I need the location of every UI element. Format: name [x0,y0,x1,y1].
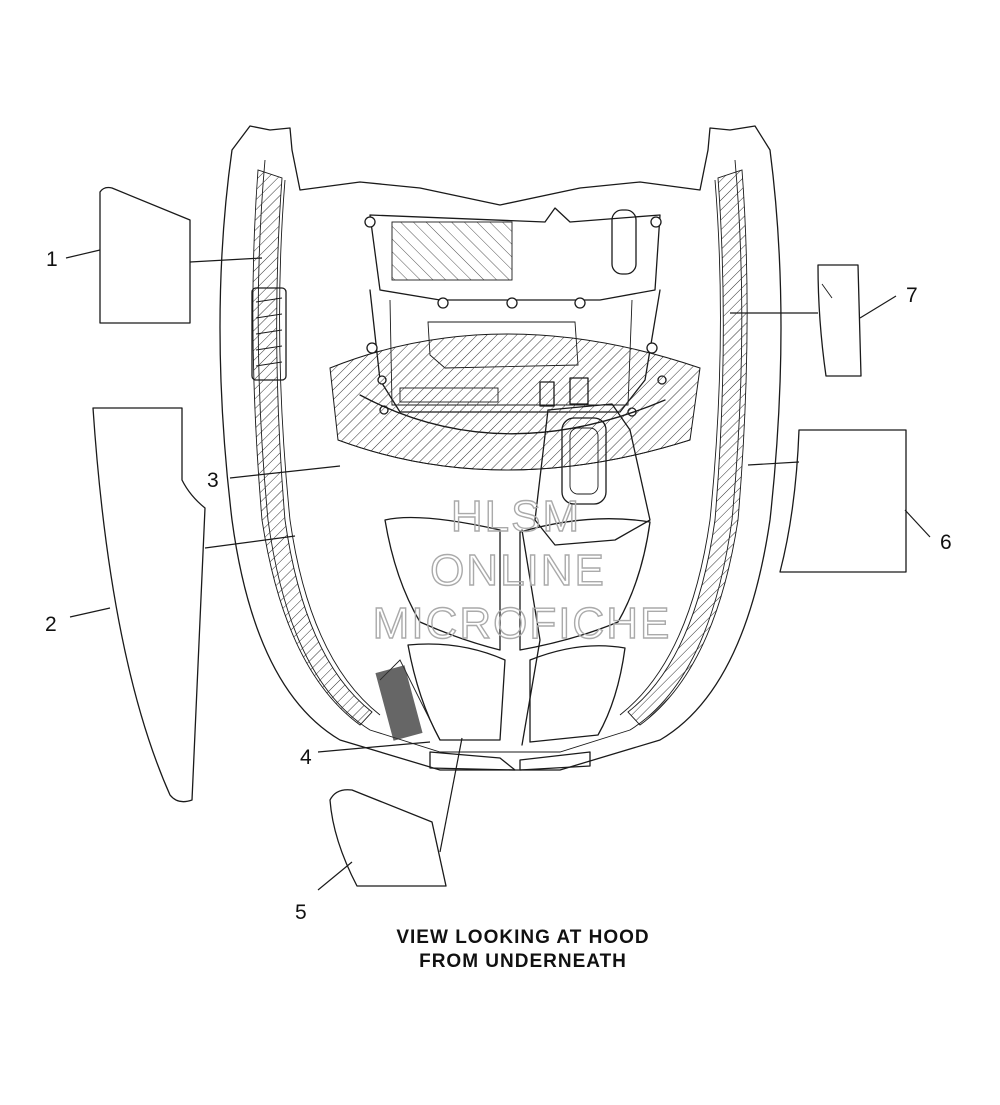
watermark-line-1: HLSM [451,492,581,541]
watermark: HLSM ONLINE MICROFICHE [372,491,672,648]
caption-line-1: VIEW LOOKING AT HOOD [396,927,649,948]
callout-5: 5 [295,901,307,924]
front-lip [429,751,516,771]
decal-7 [817,264,862,377]
callout-7: 7 [906,284,918,307]
callout-2: 2 [45,613,57,636]
decal-1 [99,186,191,324]
callout-4: 4 [300,746,312,769]
watermark-line-3: MICROFICHE [373,599,672,648]
hood-outline [219,125,782,771]
lower-vents [375,516,651,746]
callout-1: 1 [46,248,58,271]
curved-band [329,333,701,471]
decal-6 [779,429,907,573]
callout-3: 3 [207,469,219,492]
callout-6: 6 [940,531,952,554]
leader-lines [65,249,931,891]
decal-2 [92,407,206,803]
decal-5 [329,789,447,887]
watermark-line-2: ONLINE [430,546,606,595]
left-vent [251,287,287,381]
center-handle [534,377,651,546]
caption-line-2: FROM UNDERNEATH [419,951,627,972]
